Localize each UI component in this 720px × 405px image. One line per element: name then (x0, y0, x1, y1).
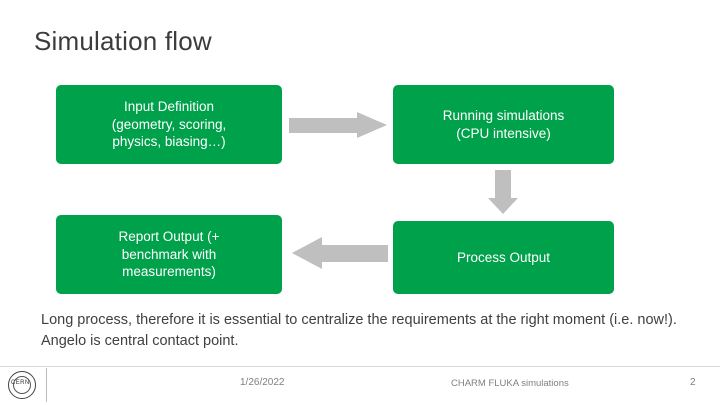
arrow-right-icon (289, 112, 387, 139)
body-text: Long process, therefore it is essential … (41, 312, 677, 349)
footer-divider (0, 366, 720, 367)
flow-box-report-line-3: measurements) (122, 264, 216, 280)
logo-ring-outer (8, 371, 36, 399)
footer-date: 1/26/2022 (240, 377, 285, 388)
arrow-down-icon (488, 170, 518, 214)
logo-divider (46, 368, 47, 402)
flow-box-input-line-3: physics, biasing…) (112, 134, 226, 150)
flow-box-input-line-1: Input Definition (123, 98, 215, 114)
flow-box-process-line-1: Process Output (456, 249, 551, 265)
arrow-left-shaft (322, 245, 388, 262)
flow-box-running-line-1: Running simulations (442, 107, 565, 123)
cern-logo: CERN (2, 368, 54, 402)
logo-label: CERN (11, 380, 30, 386)
flow-box-report-line-2: benchmark with (121, 246, 217, 262)
flow-box-report-line-1: Report Output (+ (118, 228, 220, 244)
arrow-right-shaft (289, 118, 357, 133)
logo-ring-inner (13, 376, 31, 394)
flow-box-report-output: Report Output (+ benchmark with measurem… (56, 215, 282, 294)
arrow-down-head (488, 198, 518, 214)
flow-box-running-simulations: Running simulations (CPU intensive) (393, 85, 614, 164)
footer-page-number: 2 (690, 377, 696, 388)
flow-box-input-line-2: (geometry, scoring, (111, 116, 227, 132)
page-title: Simulation flow (34, 26, 212, 56)
arrow-left-head (292, 237, 322, 269)
footer-subject: CHARM FLUKA simulations (451, 378, 569, 389)
arrow-right-head (357, 112, 387, 138)
flow-box-running-line-2: (CPU intensive) (456, 125, 551, 141)
flow-box-input-definition: Input Definition (geometry, scoring, phy… (56, 85, 282, 164)
arrow-left-icon (292, 237, 388, 270)
flow-box-process-output: Process Output (393, 221, 614, 294)
arrow-down-shaft (495, 170, 511, 198)
